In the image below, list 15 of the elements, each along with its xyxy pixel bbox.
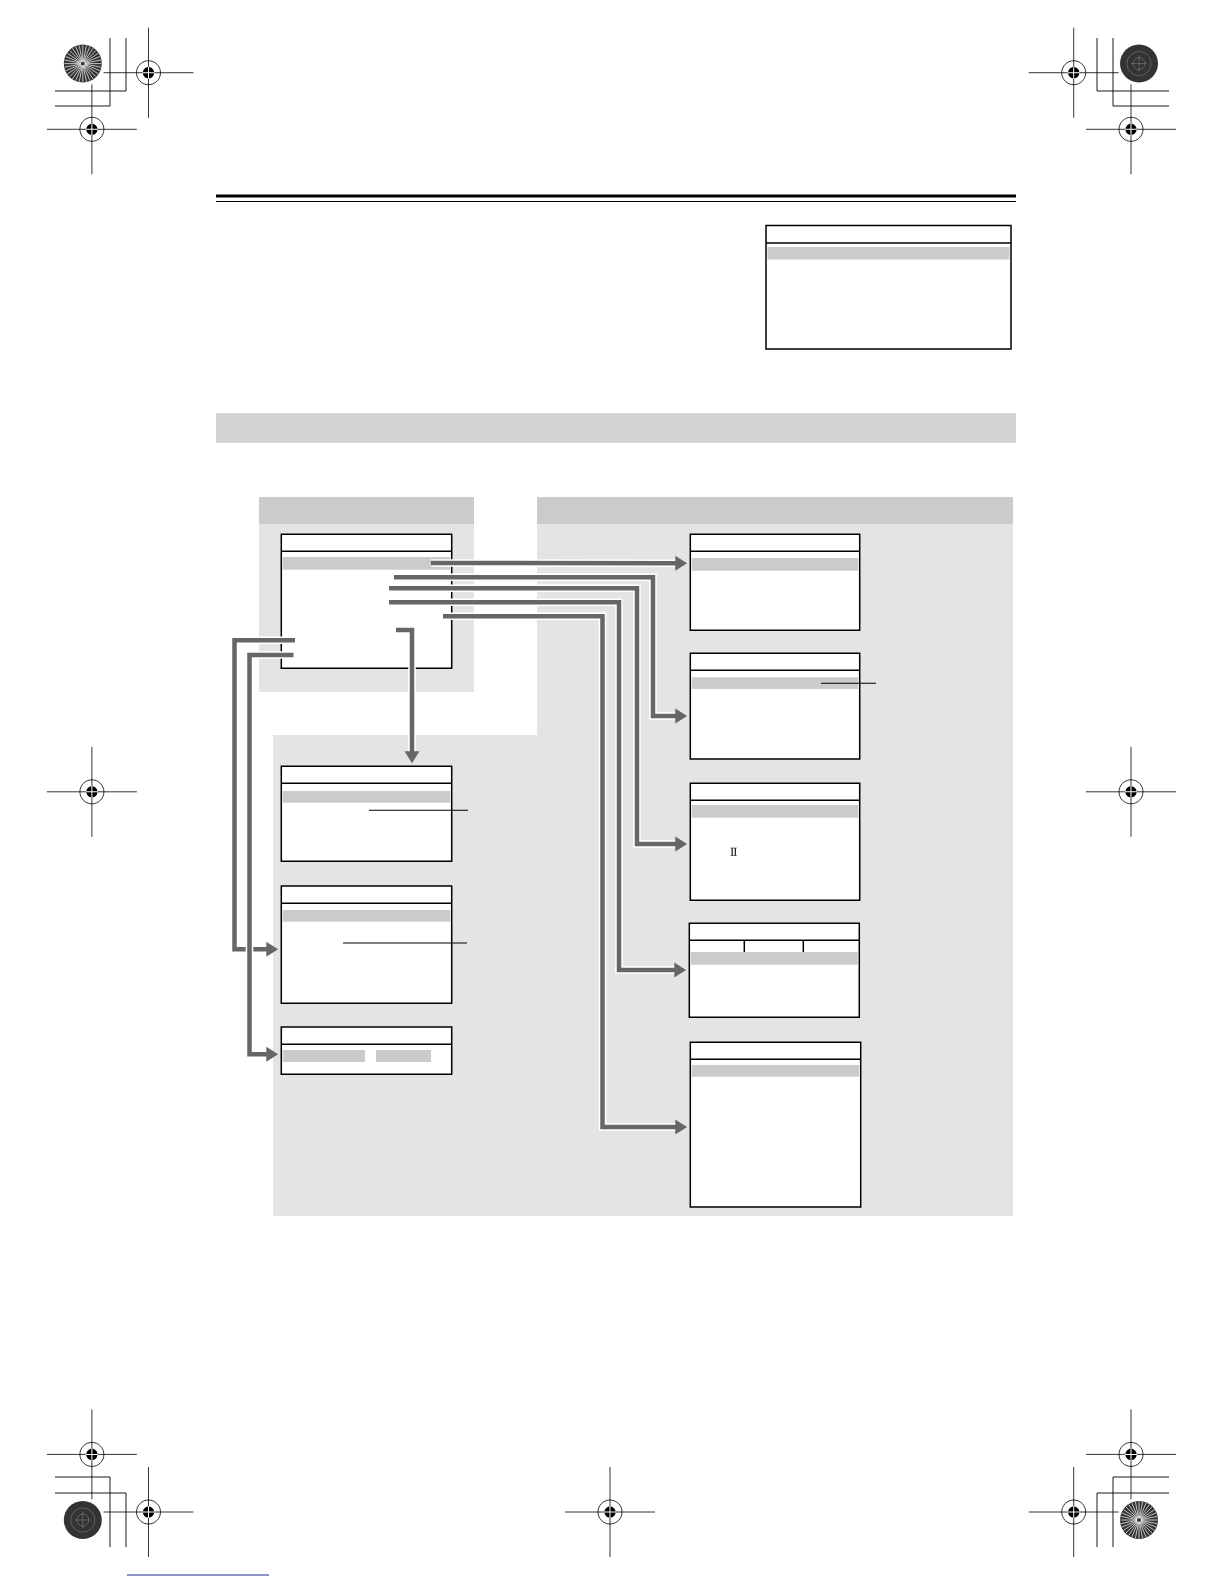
menu-screen (280, 885, 453, 1005)
heading-band (216, 413, 1016, 443)
leader-line (342, 942, 468, 944)
menu-screen (280, 533, 453, 670)
leader-line (368, 809, 469, 811)
menu-screen (688, 922, 861, 1019)
menu-screen (689, 533, 861, 632)
menu-screen (280, 1026, 453, 1076)
menu-screen (765, 224, 1012, 350)
menu-screen (689, 782, 861, 902)
menu-screen (689, 652, 861, 760)
menu-screen (280, 765, 453, 863)
symbol-label: Ⅱ (730, 847, 737, 856)
menu-screen (689, 1041, 862, 1208)
leader-line (820, 682, 877, 684)
